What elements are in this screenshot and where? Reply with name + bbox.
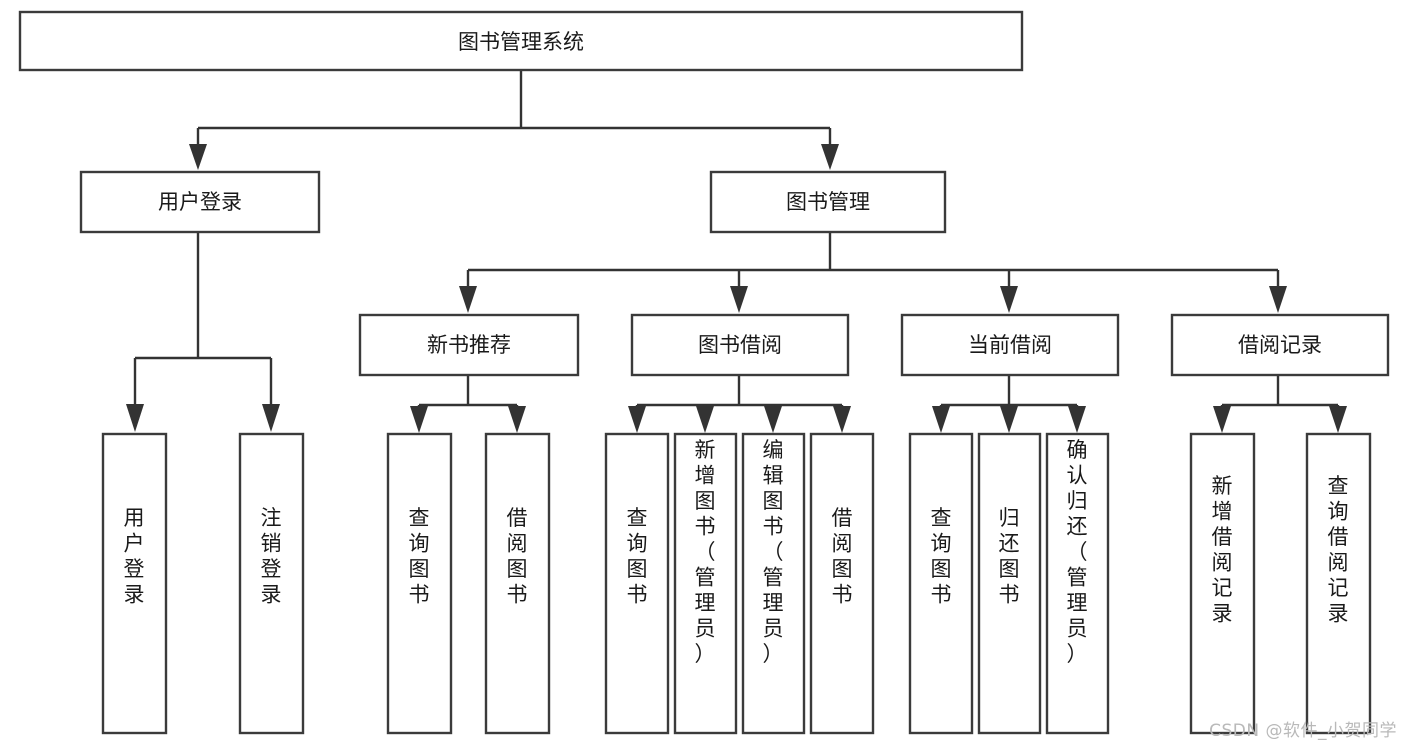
node-current-borrow-label: 当前借阅 [968, 333, 1052, 357]
node-leaf-add-record-box[interactable] [1189, 432, 1256, 735]
arrow-head-leaf-borrow-book-2 [833, 406, 851, 433]
arrow-head-leaf-user-login [126, 404, 144, 432]
arrow-head-leaf-confirm-return [1068, 406, 1086, 433]
node-leaf-add-book[interactable]: 新增图书（管理员） [673, 432, 738, 735]
node-leaf-borrow-book-2[interactable]: 借阅图书 [809, 432, 875, 735]
node-leaf-query-book-1[interactable]: 查询图书 [386, 432, 453, 735]
node-leaf-return-book-box[interactable] [977, 432, 1042, 735]
arrow-head-book-borrow [730, 286, 748, 313]
node-book-borrow-label: 图书借阅 [698, 333, 782, 357]
node-root[interactable]: 图书管理系统 [18, 10, 1024, 72]
node-leaf-add-record-label: 新增借阅记录 [1212, 474, 1233, 626]
node-leaf-edit-book-box[interactable] [741, 432, 806, 735]
node-root-label: 图书管理系统 [458, 30, 584, 54]
node-leaf-borrow-book-2-box[interactable] [809, 432, 875, 735]
node-leaf-user-logout[interactable]: 注销登录 [238, 432, 305, 735]
node-root-box[interactable] [18, 10, 1024, 72]
node-leaf-borrow-book-1-box[interactable] [484, 432, 551, 735]
node-leaf-add-book-label: 新增图书（管理员） [695, 438, 716, 666]
connector-group-user-login [126, 232, 280, 432]
arrow-head-user-login [189, 144, 207, 170]
node-leaf-query-book-2-box[interactable] [604, 432, 670, 735]
node-leaf-add-record[interactable]: 新增借阅记录 [1189, 432, 1256, 735]
node-leaf-confirm-return[interactable]: 确认归还（管理员） [1045, 432, 1110, 735]
node-leaf-user-logout-box[interactable] [238, 432, 305, 735]
arrow-head-leaf-add-book [696, 406, 714, 433]
node-borrow-record[interactable]: 借阅记录 [1170, 313, 1390, 377]
node-leaf-user-login-box[interactable] [101, 432, 168, 735]
arrow-head-leaf-query-book-3 [932, 406, 950, 433]
node-leaf-query-book-3-label: 查询图书 [931, 506, 952, 607]
node-leaf-borrow-book-1-label: 借阅图书 [507, 506, 528, 607]
node-book-borrow[interactable]: 图书借阅 [630, 313, 850, 377]
arrow-head-book-manage [821, 144, 839, 170]
node-user-login-box[interactable] [79, 170, 321, 234]
node-leaf-query-book-1-box[interactable] [386, 432, 453, 735]
node-leaf-query-book-1-label: 查询图书 [409, 506, 430, 607]
node-leaf-query-book-3-box[interactable] [908, 432, 974, 735]
node-leaf-query-book-3[interactable]: 查询图书 [908, 432, 974, 735]
node-leaf-query-book-2-label: 查询图书 [627, 506, 648, 607]
arrow-head-new-book-recommend [459, 286, 477, 313]
arrow-head-borrow-record [1269, 286, 1287, 313]
node-user-login-label: 用户登录 [158, 190, 242, 214]
node-leaf-return-book[interactable]: 归还图书 [977, 432, 1042, 735]
connector-group-borrow-record [1213, 375, 1347, 433]
node-book-manage-box[interactable] [709, 170, 947, 234]
arrow-head-leaf-user-logout [262, 404, 280, 432]
node-leaf-confirm-return-label: 确认归还（管理员） [1067, 438, 1088, 666]
node-leaf-query-book-2[interactable]: 查询图书 [604, 432, 670, 735]
connector-group-root [189, 70, 839, 170]
arrow-head-leaf-query-book-1 [410, 406, 428, 433]
node-leaf-add-book-box[interactable] [673, 432, 738, 735]
connector-group-book-manage [459, 232, 1287, 313]
node-new-book-recommend-box[interactable] [358, 313, 580, 377]
node-borrow-record-label: 借阅记录 [1238, 333, 1322, 357]
arrow-head-leaf-borrow-book-1 [508, 406, 526, 433]
connector-group-current-borrow [932, 375, 1086, 433]
node-current-borrow-box[interactable] [900, 313, 1120, 377]
arrow-head-leaf-return-book [1000, 406, 1018, 433]
node-leaf-borrow-book-2-label: 借阅图书 [832, 506, 853, 607]
node-leaf-query-record-box[interactable] [1305, 432, 1372, 735]
node-leaf-query-record-label: 查询借阅记录 [1328, 474, 1349, 626]
arrow-head-leaf-query-record [1329, 406, 1347, 433]
node-current-borrow[interactable]: 当前借阅 [900, 313, 1120, 377]
node-leaf-borrow-book-1[interactable]: 借阅图书 [484, 432, 551, 735]
node-leaf-return-book-label: 归还图书 [999, 506, 1020, 607]
watermark-label: CSDN @软件_小贺同学 [1209, 721, 1397, 741]
arrow-head-leaf-query-book-2 [628, 406, 646, 433]
arrow-head-leaf-add-record [1213, 406, 1231, 433]
node-leaf-edit-book[interactable]: 编辑图书（管理员） [741, 432, 806, 735]
node-leaf-edit-book-label: 编辑图书（管理员） [763, 438, 784, 666]
node-book-manage[interactable]: 图书管理 [709, 170, 947, 234]
node-leaf-user-login[interactable]: 用户登录 [101, 432, 168, 735]
connector-group-new-book-recommend [410, 375, 526, 433]
node-leaf-confirm-return-box[interactable] [1045, 432, 1110, 735]
node-new-book-recommend-label: 新书推荐 [427, 333, 511, 357]
arrow-head-current-borrow [1000, 286, 1018, 313]
node-leaf-query-record[interactable]: 查询借阅记录 [1305, 432, 1372, 735]
node-borrow-record-box[interactable] [1170, 313, 1390, 377]
node-leaf-user-login-label: 用户登录 [124, 506, 145, 607]
node-new-book-recommend[interactable]: 新书推荐 [358, 313, 580, 377]
node-leaf-user-logout-label: 注销登录 [261, 506, 282, 607]
node-book-borrow-box[interactable] [630, 313, 850, 377]
node-book-manage-label: 图书管理 [786, 190, 870, 214]
arrow-head-leaf-edit-book [764, 406, 782, 433]
node-user-login[interactable]: 用户登录 [79, 170, 321, 234]
connector-group-book-borrow [628, 375, 851, 433]
